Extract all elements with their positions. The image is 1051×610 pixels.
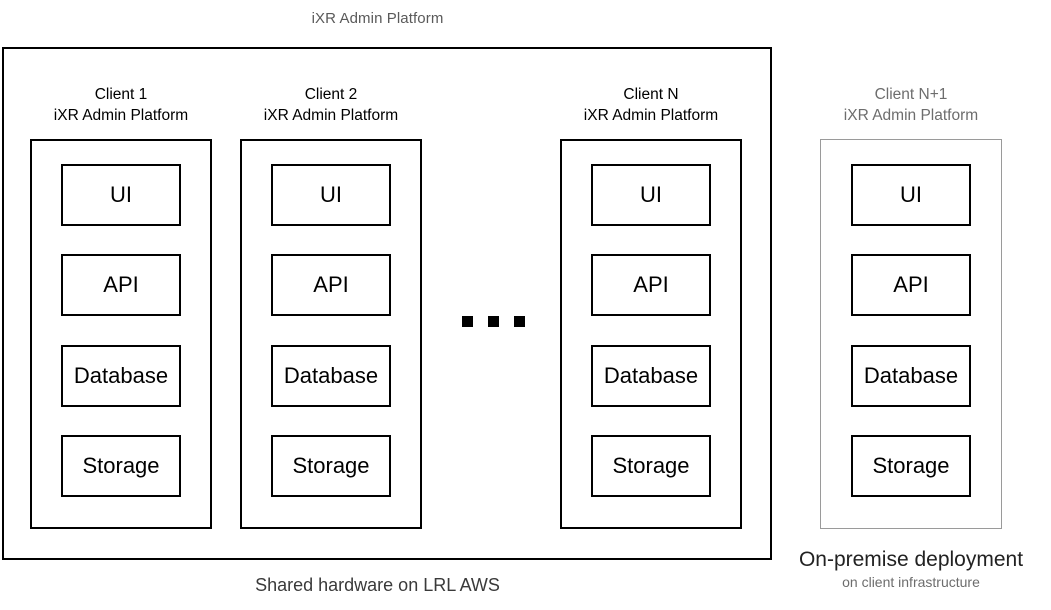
service-box-database-n: Database: [591, 345, 711, 407]
service-box-database-2: Database: [271, 345, 391, 407]
service-box-storage-2: Storage: [271, 435, 391, 497]
client-header-1: Client 1 iXR Admin Platform: [30, 84, 212, 126]
caption-shared-hardware: Shared hardware on LRL AWS: [255, 575, 500, 595]
ellipsis-dot: [514, 316, 525, 327]
client-header-n: Client N iXR Admin Platform: [560, 84, 742, 126]
client-platform-2: iXR Admin Platform: [263, 107, 399, 124]
client-name-2: Client 2: [304, 86, 358, 103]
service-label: UI: [320, 182, 342, 207]
client-name-1: Client 1: [94, 86, 148, 103]
caption-on-premise-secondary: on client infrastructure: [842, 574, 980, 590]
service-box-api-n-plus-1: API: [851, 254, 971, 316]
client-name-n-plus-1: Client N+1: [874, 86, 948, 103]
caption-on-premise: On-premise deployment on client infrastr…: [780, 548, 1042, 590]
service-box-api-1: API: [61, 254, 181, 316]
service-label: Storage: [292, 453, 370, 478]
client-header-n-plus-1: Client N+1 iXR Admin Platform: [820, 84, 1002, 126]
service-box-ui-2: UI: [271, 164, 391, 226]
diagram-title: iXR Admin Platform: [311, 10, 444, 27]
service-label: Storage: [612, 453, 690, 478]
service-label: Database: [283, 363, 379, 388]
service-box-api-n: API: [591, 254, 711, 316]
service-label: API: [893, 272, 929, 297]
client-name-n: Client N: [623, 86, 679, 103]
service-box-storage-n: Storage: [591, 435, 711, 497]
service-label: API: [103, 272, 139, 297]
service-label: Storage: [82, 453, 160, 478]
service-label: UI: [640, 182, 662, 207]
service-box-storage-1: Storage: [61, 435, 181, 497]
service-label: API: [633, 272, 669, 297]
service-box-ui-n-plus-1: UI: [851, 164, 971, 226]
client-platform-n: iXR Admin Platform: [583, 107, 719, 124]
service-label: API: [313, 272, 349, 297]
service-box-database-1: Database: [61, 345, 181, 407]
client-header-2: Client 2 iXR Admin Platform: [240, 84, 422, 126]
service-box-ui-n: UI: [591, 164, 711, 226]
ellipsis-dot: [488, 316, 499, 327]
service-label: Database: [73, 363, 169, 388]
service-label: Database: [863, 363, 959, 388]
service-box-storage-n-plus-1: Storage: [851, 435, 971, 497]
service-label: UI: [900, 182, 922, 207]
service-box-ui-1: UI: [61, 164, 181, 226]
service-label: Storage: [872, 453, 950, 478]
client-platform-n-plus-1: iXR Admin Platform: [843, 107, 979, 124]
service-label: Database: [603, 363, 699, 388]
service-box-database-n-plus-1: Database: [851, 345, 971, 407]
service-box-api-2: API: [271, 254, 391, 316]
clients-ellipsis: [462, 316, 525, 327]
service-label: UI: [110, 182, 132, 207]
ellipsis-dot: [462, 316, 473, 327]
client-platform-1: iXR Admin Platform: [53, 107, 189, 124]
caption-on-premise-primary: On-premise deployment: [798, 548, 1024, 571]
